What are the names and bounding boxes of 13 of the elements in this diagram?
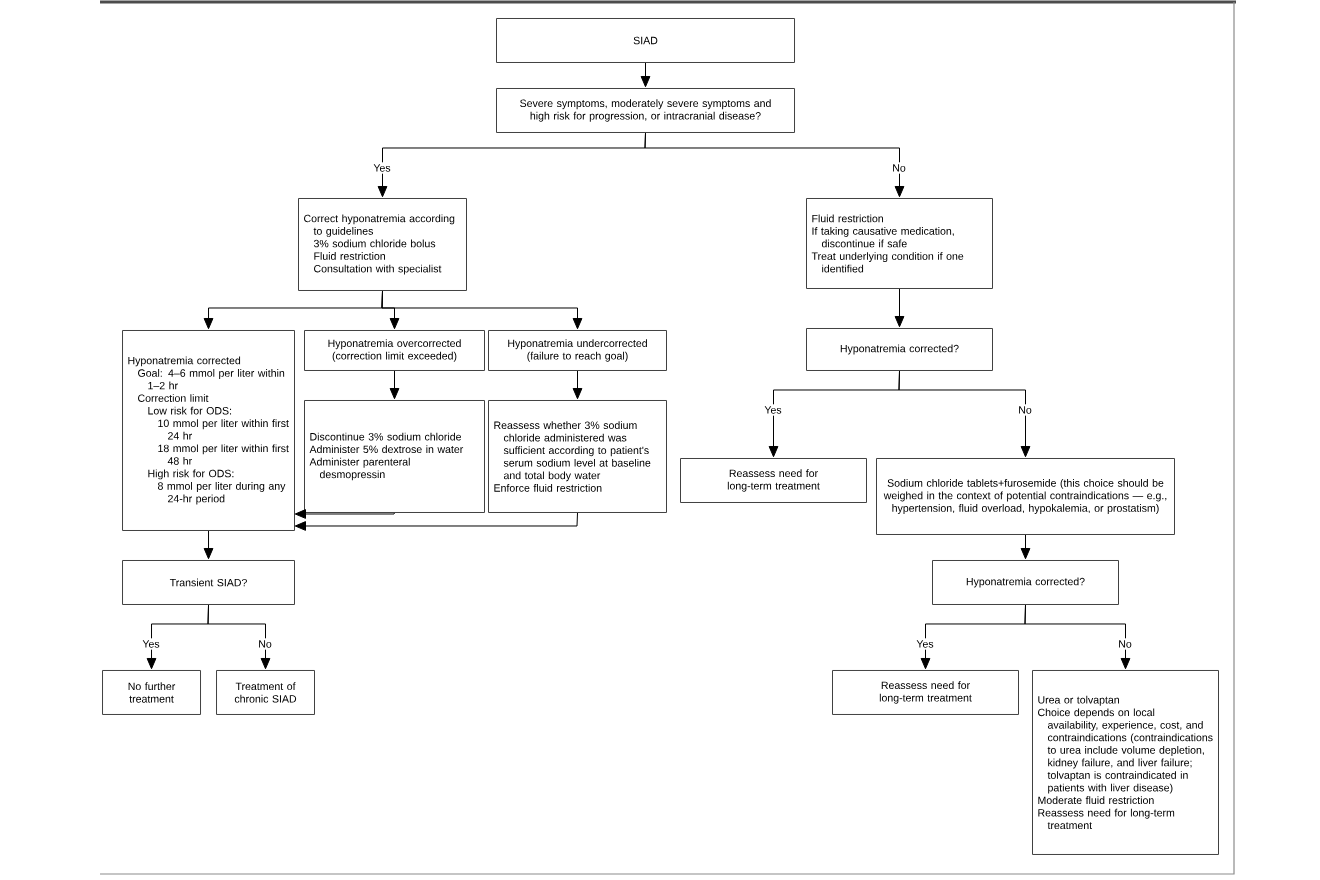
arrow <box>381 290 583 330</box>
arrow <box>1024 604 1131 670</box>
arrow <box>203 530 214 560</box>
arrow <box>207 604 271 670</box>
arrow <box>294 512 578 531</box>
arrow <box>894 288 905 328</box>
arrow <box>898 370 1031 458</box>
arrow <box>572 370 583 400</box>
arrow <box>389 370 400 400</box>
arrow <box>1020 534 1031 560</box>
arrow <box>640 62 651 88</box>
arrow <box>294 509 395 519</box>
arrow <box>644 132 905 198</box>
